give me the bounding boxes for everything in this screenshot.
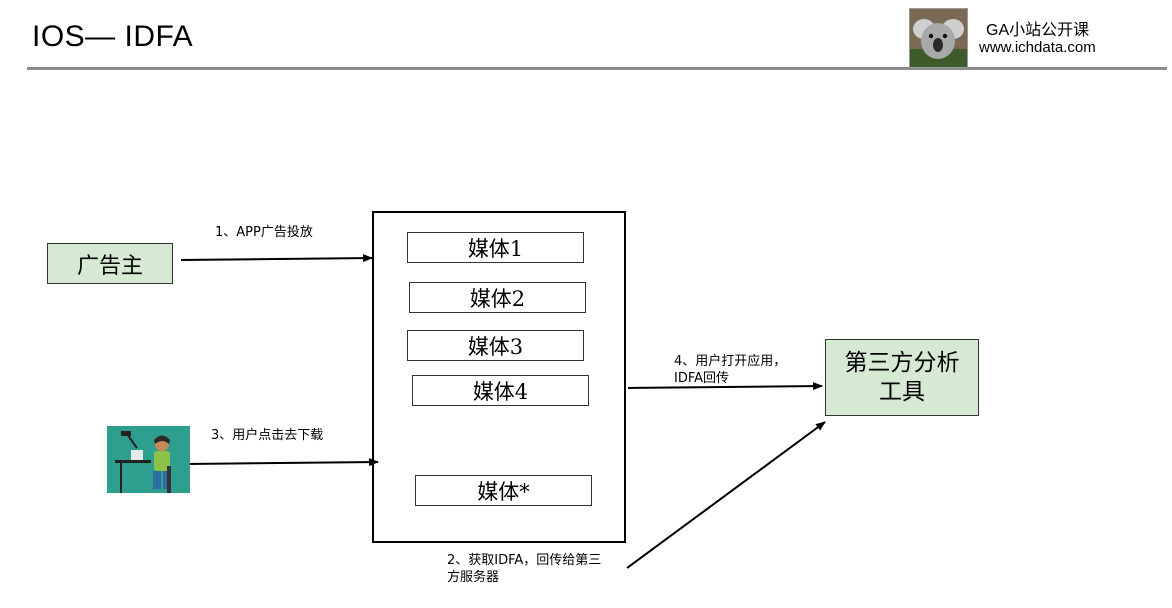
step4-label-line1: 4、用户打开应用， (674, 354, 787, 369)
analytics-tool-label-line1: 第三方分析 (844, 349, 960, 376)
brand-url: www.ichdata.com (979, 39, 1096, 56)
arrow-step2 (626, 421, 826, 569)
koala-logo-icon (909, 8, 968, 68)
brand-name: GA小站公开课 (986, 22, 1090, 39)
media-box-3: 媒体3 (407, 330, 584, 361)
step1-label: 1、APP广告投放 (215, 225, 313, 240)
step3-label: 3、用户点击去下载 (211, 428, 324, 443)
media-label: 媒体4 (472, 379, 529, 404)
media-box-4: 媒体4 (412, 375, 589, 406)
step4-label-line2: IDFA回传 (674, 371, 730, 386)
step2-label-line2: 方服务器 (447, 570, 500, 585)
arrow-step1 (180, 254, 373, 263)
media-label: 媒体3 (467, 334, 524, 359)
analytics-tool-box: 第三方分析 工具 (825, 339, 979, 416)
media-label: 媒体2 (469, 286, 526, 311)
media-box-2: 媒体2 (409, 282, 586, 313)
header-divider (27, 67, 1167, 70)
media-label: 媒体1 (467, 236, 524, 261)
arrow-step3 (185, 458, 379, 467)
media-container (372, 211, 626, 543)
arrow-step4 (627, 382, 823, 391)
user-at-computer-icon (107, 426, 190, 493)
advertiser-box: 广告主 (47, 243, 173, 284)
step2-label-line1: 2、获取IDFA，回传给第三 (447, 553, 602, 568)
page-title: IOS— IDFA (32, 20, 194, 53)
media-box-1: 媒体1 (407, 232, 584, 263)
advertiser-label: 广告主 (76, 253, 143, 279)
media-label: 媒体* (477, 479, 530, 504)
analytics-tool-label-line2: 工具 (879, 378, 925, 405)
media-box-other: 媒体* (415, 475, 592, 506)
